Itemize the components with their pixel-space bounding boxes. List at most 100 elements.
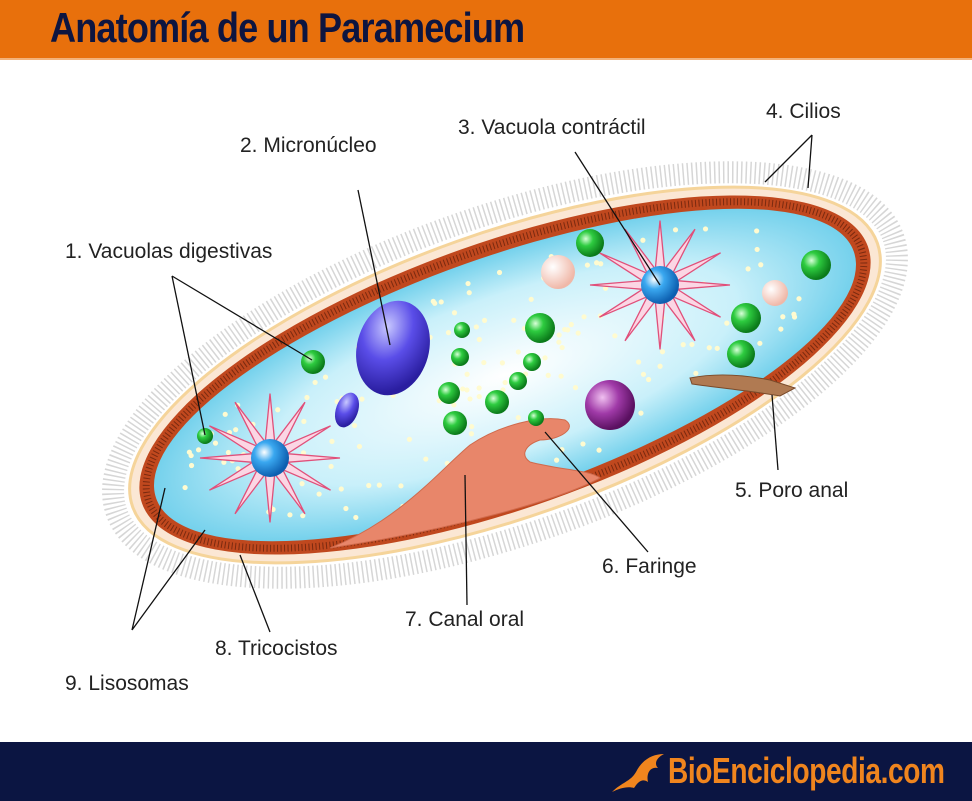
paramecium-diagram [102, 134, 908, 633]
granule [706, 345, 712, 351]
granule [515, 415, 521, 421]
brand-link[interactable]: BioEnciclopedia.com [668, 750, 945, 791]
granule [398, 483, 404, 489]
granule [702, 226, 709, 232]
granule [575, 330, 581, 336]
brand-logo-icon [612, 754, 664, 792]
granule [559, 344, 565, 351]
granule [476, 336, 482, 343]
footer-bar: BioEnciclopedia.com [0, 742, 972, 801]
granule [460, 386, 466, 392]
granule [316, 491, 322, 497]
digestive-vacuole [576, 229, 604, 257]
granule [476, 393, 482, 400]
granule [299, 481, 305, 487]
granule [473, 324, 479, 330]
granule [640, 371, 647, 377]
granule [225, 449, 232, 456]
granule [581, 314, 587, 320]
granule [757, 340, 763, 346]
label-faringe: 6. Faringe [602, 555, 697, 578]
granule [329, 438, 335, 444]
granule [528, 296, 534, 302]
digestive-vacuole [801, 250, 831, 280]
granule [511, 317, 517, 323]
digestive-vacuole [451, 348, 469, 366]
granule [438, 299, 444, 305]
granule [464, 387, 470, 393]
granule [758, 262, 764, 268]
granule [469, 423, 475, 430]
granule [356, 443, 363, 450]
digestive-vacuole [727, 340, 755, 368]
granule [468, 431, 475, 437]
granule [657, 363, 663, 369]
granule [778, 326, 784, 332]
granule [502, 379, 508, 386]
cilia [102, 161, 908, 589]
granule [465, 280, 471, 287]
granule [754, 246, 760, 253]
micronucleus-small [334, 392, 360, 428]
granule [222, 411, 228, 417]
granule [432, 300, 438, 306]
label-lisosomas: 9. Lisosomas [65, 672, 189, 695]
granule [556, 332, 562, 338]
granule [558, 373, 564, 379]
label-tricocistos: 8. Tricocistos [215, 637, 338, 660]
granule [233, 427, 239, 433]
label-poro-anal: 5. Poro anal [735, 479, 849, 502]
granule [672, 227, 679, 233]
granule [451, 402, 457, 408]
granule [476, 385, 482, 391]
pink-vesicle [762, 280, 788, 306]
label-vacuola-contractil: 3. Vacuola contráctil [458, 116, 646, 139]
micronucleus [356, 300, 430, 396]
granule [466, 290, 472, 296]
granule [351, 422, 358, 429]
granule [572, 384, 579, 391]
granule [300, 513, 306, 519]
granule [343, 505, 349, 512]
granule [300, 450, 307, 456]
granule [791, 314, 798, 320]
digestive-vacuole [509, 372, 527, 390]
granule [645, 376, 652, 383]
granule [182, 484, 188, 491]
granule [235, 466, 241, 472]
granule [304, 394, 310, 401]
granule [322, 374, 329, 380]
granule [693, 370, 699, 376]
label-micronucleo: 2. Micronúcleo [240, 134, 377, 157]
granule [545, 372, 551, 378]
granule [568, 321, 574, 328]
granule [562, 326, 568, 333]
anal-pore [689, 374, 797, 397]
page-title: Anatomía de un Paramecium [50, 4, 525, 51]
granule [496, 269, 503, 276]
granule [796, 296, 802, 302]
granule [287, 512, 293, 518]
granule [275, 407, 281, 413]
granule [554, 457, 560, 463]
digestive-vacuole [485, 390, 509, 414]
granule [186, 449, 192, 455]
granule [188, 462, 195, 469]
digestive-vacuole [438, 382, 460, 404]
label-canal-oral: 7. Canal oral [405, 608, 525, 631]
granule [680, 342, 686, 348]
granule [515, 349, 521, 355]
granule [556, 339, 562, 345]
granule [376, 482, 382, 488]
digestive-vacuole [731, 303, 761, 333]
granule [724, 320, 730, 326]
granule [481, 359, 487, 366]
digestive-vacuole [523, 353, 541, 371]
granule [353, 514, 359, 521]
granule [612, 333, 618, 339]
granule [714, 345, 720, 351]
granule [338, 486, 344, 492]
granule [359, 396, 365, 402]
granule [593, 260, 600, 266]
granule [301, 418, 307, 424]
